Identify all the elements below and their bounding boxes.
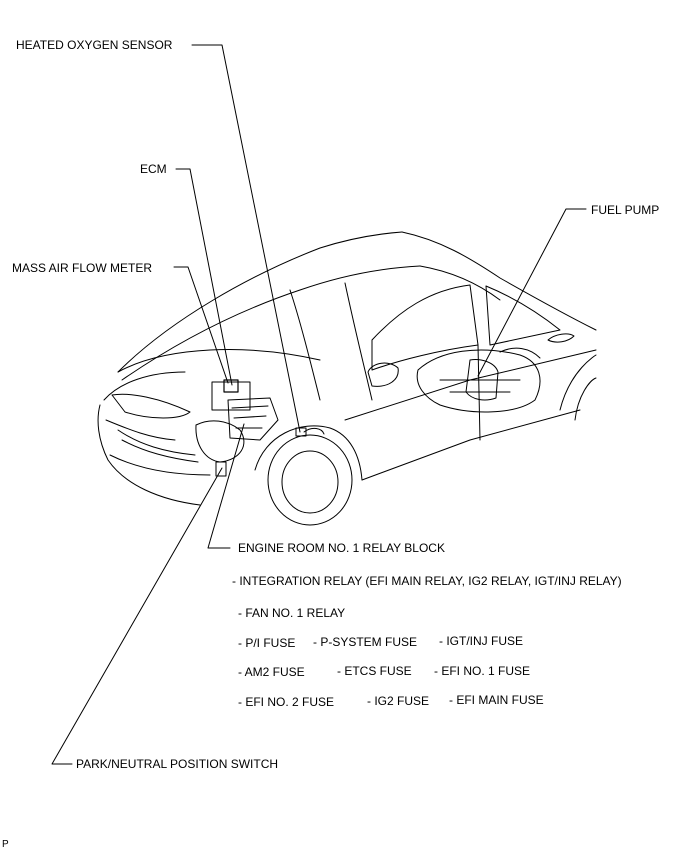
engine-components [195, 379, 325, 477]
leader-fuel-pump [477, 208, 587, 377]
leader-park-neutral [51, 467, 223, 765]
label-heated-oxygen-sensor: HEATED OXYGEN SENSOR [16, 38, 173, 52]
leader-heated-oxygen-sensor [191, 44, 301, 433]
fuse-item-ig2: - IG2 FUSE [367, 694, 430, 708]
fuse-item-efi-no2: - EFI NO. 2 FUSE [238, 695, 335, 709]
label-fuel-pump: FUEL PUMP [591, 203, 660, 217]
fuse-item-efi-main: - EFI MAIN FUSE [449, 693, 544, 707]
relay-item-integration-relay: - INTEGRATION RELAY (EFI MAIN RELAY, IG2… [232, 574, 622, 588]
relay-item-fan-relay: - FAN NO. 1 RELAY [238, 606, 346, 620]
fuse-item-etcs: - ETCS FUSE [337, 664, 412, 678]
label-park-neutral-position-switch: PARK/NEUTRAL POSITION SWITCH [76, 757, 279, 771]
fuse-item-efi-no1: - EFI NO. 1 FUSE [434, 664, 531, 678]
fuse-item-am2: - AM2 FUSE [238, 665, 305, 679]
fuse-item-igt-inj: - IGT/INJ FUSE [439, 634, 523, 648]
leader-relay-block [207, 423, 245, 549]
leader-mass-air-flow-meter [173, 266, 229, 384]
label-engine-room-relay-block: ENGINE ROOM NO. 1 RELAY BLOCK [238, 541, 445, 555]
leader-ecm [175, 168, 233, 386]
car-body [97, 231, 597, 526]
label-mass-air-flow-meter: MASS AIR FLOW METER [12, 261, 153, 275]
label-ecm: ECM [140, 162, 167, 176]
fuel-tank [416, 347, 541, 413]
leader-lines [51, 44, 587, 765]
fuse-item-pi: - P/I FUSE [238, 636, 296, 650]
fuse-item-p-system: - P-SYSTEM FUSE [313, 635, 418, 649]
footer-mark: P [2, 839, 9, 850]
